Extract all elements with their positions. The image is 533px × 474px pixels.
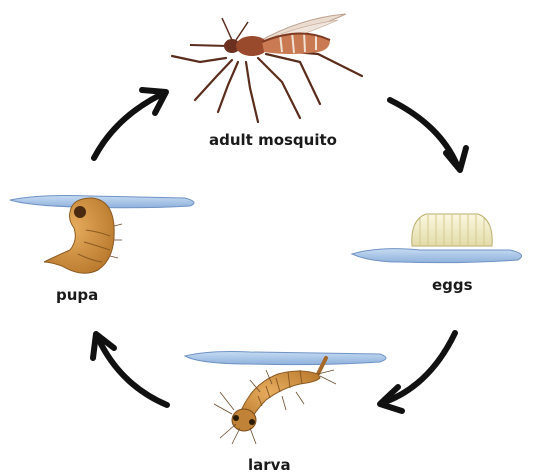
pupa-illustration bbox=[10, 196, 194, 274]
eggs-illustration bbox=[352, 214, 522, 263]
larva-illustration bbox=[185, 352, 386, 445]
label-larva: larva bbox=[248, 456, 291, 474]
label-eggs: eggs bbox=[432, 276, 473, 294]
adult-mosquito-illustration bbox=[172, 14, 362, 122]
label-pupa: pupa bbox=[56, 286, 98, 304]
arrow-larva-to-pupa bbox=[93, 334, 167, 405]
label-adult-mosquito: adult mosquito bbox=[209, 131, 337, 149]
arrow-adult-to-eggs bbox=[390, 100, 466, 170]
arrow-eggs-to-larva bbox=[380, 333, 455, 411]
arrow-pupa-to-adult bbox=[94, 90, 166, 158]
